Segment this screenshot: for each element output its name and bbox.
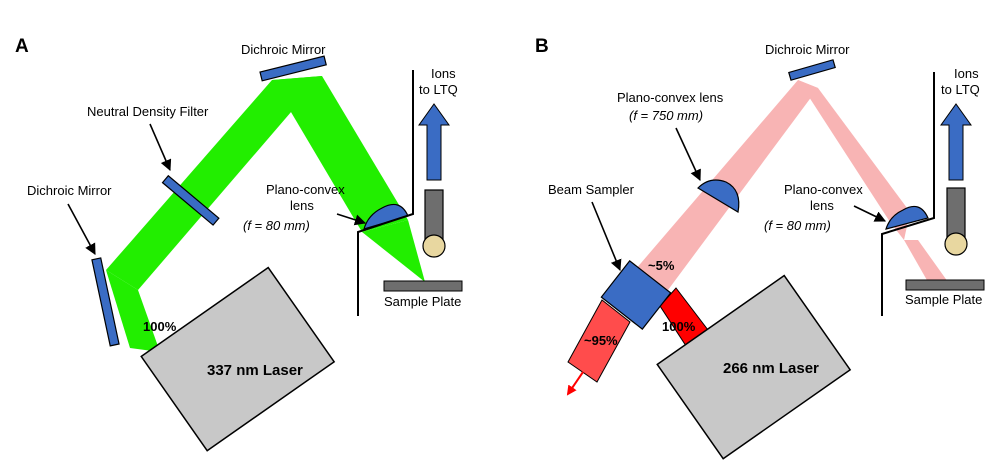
label-neutral-density-filter: Neutral Density Filter — [87, 104, 209, 119]
pointer-lens-a — [336, 213, 367, 226]
ions-arrow-a — [418, 103, 450, 181]
label-lens-a-focal: (f = 80 mm) — [243, 218, 310, 233]
green-beam-mirror-to-dichroic — [106, 76, 322, 290]
instrument-inlet-outline-a — [357, 70, 414, 316]
label-lens-b1-focal: (f = 750 mm) — [629, 108, 703, 123]
pointer-nd-filter — [149, 123, 172, 172]
pointer-dichroic-left — [67, 203, 96, 255]
laser-266nm — [656, 274, 852, 460]
dichroic-mirror-b — [788, 59, 836, 81]
panel-a: A 337 nm Laser 100% Dichroic Mirror Neut… — [15, 36, 463, 452]
sample-plate-a — [383, 280, 463, 292]
plano-convex-lens-a — [363, 203, 409, 230]
green-beam-dichroic-to-lens — [272, 76, 408, 232]
beam-sampler — [600, 260, 672, 330]
label-lens-a-line2: lens — [290, 198, 314, 213]
panel-b: B 266 nm Laser ~5% ~95% 100% — [535, 36, 985, 460]
panel-b-label: B — [535, 36, 549, 57]
label-lens-b1-line1: Plano-convex lens — [617, 90, 724, 105]
label-lens-b2-line2: lens — [810, 198, 834, 213]
label-ions-b-line1: Ions — [954, 66, 979, 81]
emitter-tip-b — [944, 232, 968, 256]
dichroic-mirror-top — [259, 55, 327, 82]
percent-100-a: 100% — [143, 319, 177, 334]
instrument-inlet-outline-b — [881, 72, 935, 316]
percent-95-b: ~95% — [584, 333, 618, 348]
label-dichroic-mirror-top-a: Dichroic Mirror — [241, 42, 326, 57]
neutral-density-filter — [161, 174, 220, 226]
laser-266nm-label: 266 nm Laser — [723, 360, 819, 377]
ions-arrow-b — [940, 103, 972, 181]
dichroic-mirror-left — [91, 257, 120, 347]
pink-beam-focus-out — [904, 240, 948, 282]
label-lens-b2-line1: Plano-convex — [784, 182, 863, 197]
label-ions-a-line2: to LTQ — [419, 82, 458, 97]
percent-5-b: ~5% — [648, 258, 675, 273]
green-beam-focus — [362, 220, 425, 282]
label-ions-a-line1: Ions — [431, 66, 456, 81]
plano-convex-lens-b1 — [697, 179, 740, 213]
red-beam-95-percent — [567, 299, 631, 383]
pink-beam-dichroic-to-lens — [798, 80, 910, 222]
plano-convex-lens-b2 — [885, 205, 929, 230]
red-beam-exit-arrow — [566, 371, 584, 396]
pointer-beam-sampler — [591, 201, 622, 272]
pointer-lens-b1 — [675, 127, 701, 182]
laser-337nm-label: 337 nm Laser — [207, 362, 303, 379]
green-beam-laser-to-mirror — [106, 270, 160, 352]
label-lens-a-line1: Plano-convex — [266, 182, 345, 197]
pointer-lens-b2 — [853, 205, 887, 222]
percent-100-b: 100% — [662, 319, 696, 334]
sample-plate-b — [905, 279, 985, 291]
label-beam-sampler: Beam Sampler — [548, 182, 635, 197]
label-dichroic-mirror-left: Dichroic Mirror — [27, 183, 112, 198]
laser-337nm — [140, 266, 336, 452]
label-sample-plate-a: Sample Plate — [384, 294, 461, 309]
label-sample-plate-b: Sample Plate — [905, 292, 982, 307]
panel-a-label: A — [15, 36, 29, 57]
label-lens-b2-focal: (f = 80 mm) — [764, 218, 831, 233]
emitter-tip-a — [422, 234, 446, 258]
label-ions-b-line2: to LTQ — [941, 82, 980, 97]
label-dichroic-mirror-b: Dichroic Mirror — [765, 42, 850, 57]
